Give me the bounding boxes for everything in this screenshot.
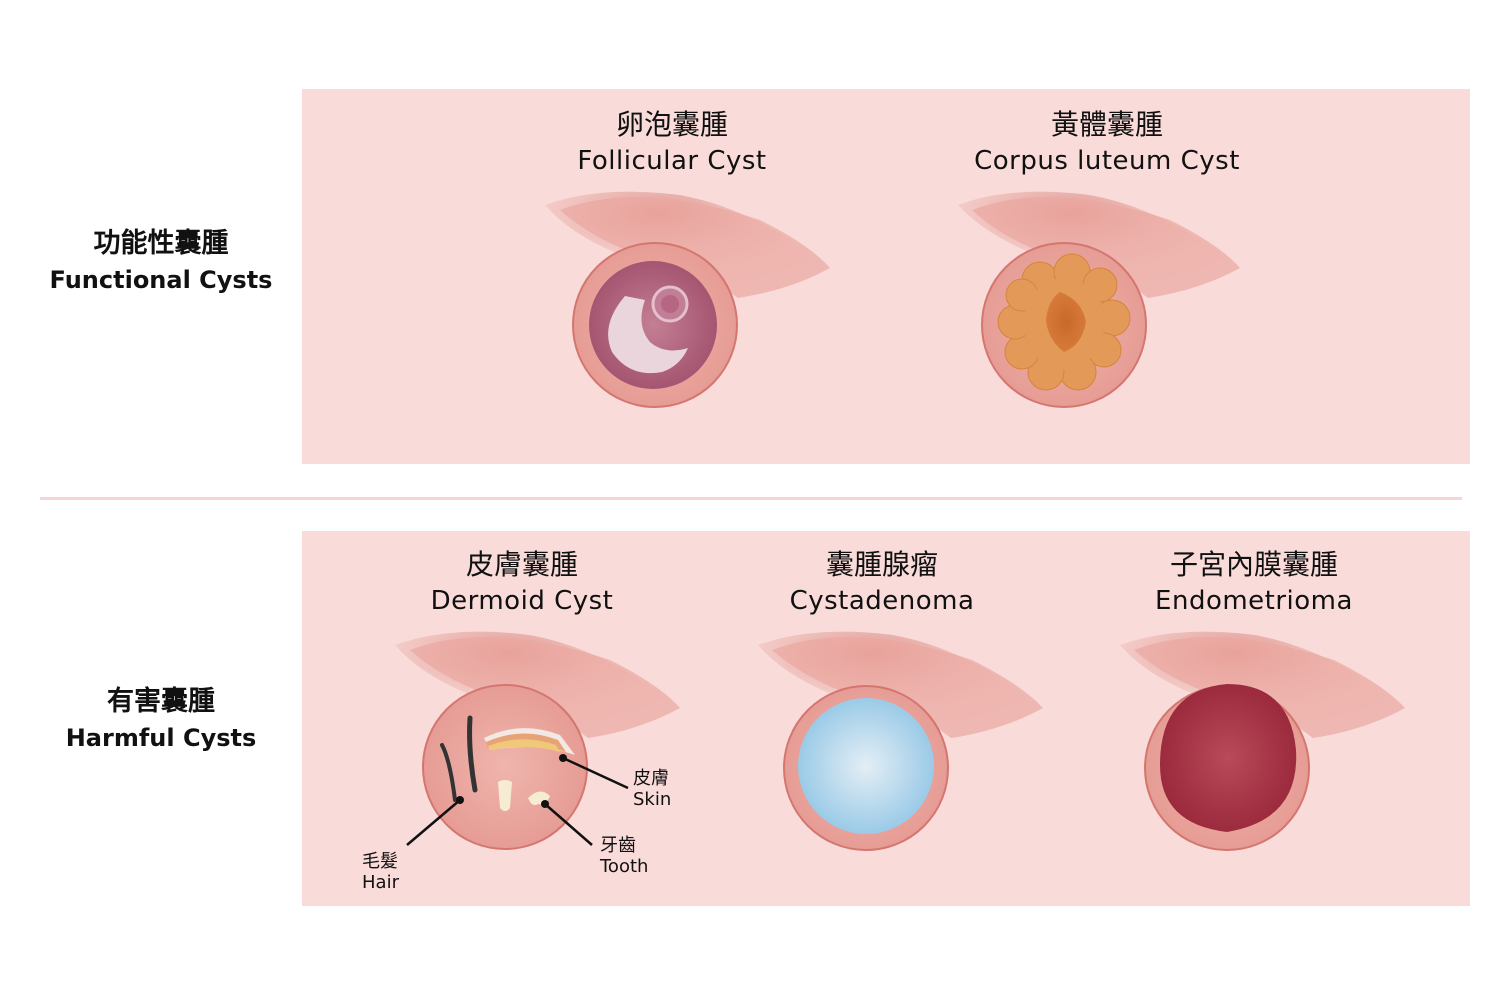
endometrioma-title: 子宮內膜囊腫 Endometrioma <box>1064 547 1444 619</box>
endometrioma-title-en: Endometrioma <box>1155 586 1353 616</box>
endometrioma-illustration <box>1120 631 1405 851</box>
callout-hair: 毛髮 Hair <box>362 851 399 893</box>
follicular-cyst-illustration <box>545 191 830 408</box>
corpus-luteum-cyst-illustration <box>958 191 1240 408</box>
corpus-luteum-cyst-title-zh: 黃體囊腫 <box>1050 108 1163 141</box>
callout-hair-zh: 毛髮 <box>362 851 398 872</box>
cystadenoma-title: 囊腫腺瘤 Cystadenoma <box>692 547 1072 619</box>
functional-cysts-label-zh: 功能性囊腫 <box>93 228 229 259</box>
functional-cysts-panel <box>302 89 1470 464</box>
callout-hair-en: Hair <box>362 872 399 893</box>
section-divider <box>40 497 1462 500</box>
harmful-cysts-label-en: Harmful Cysts <box>65 724 257 752</box>
follicular-cyst-title-en: Follicular Cyst <box>577 146 767 176</box>
callout-tooth-en: Tooth <box>600 856 649 877</box>
corpus-luteum-cyst-title: 黃體囊腫 Corpus luteum Cyst <box>917 107 1297 179</box>
cystadenoma-title-en: Cystadenoma <box>789 586 975 616</box>
cystadenoma-title-zh: 囊腫腺瘤 <box>825 548 938 581</box>
follicular-cyst-title-zh: 卵泡囊腫 <box>615 108 728 141</box>
callout-skin-zh: 皮膚 <box>633 768 669 789</box>
functional-cysts-label: 功能性囊腫 Functional Cysts <box>20 225 302 299</box>
endometrioma-title-zh: 子宮內膜囊腫 <box>1169 548 1338 581</box>
functional-cysts-label-en: Functional Cysts <box>49 266 273 294</box>
callout-tooth: 牙齒 Tooth <box>600 835 648 877</box>
harmful-cysts-label: 有害囊腫 Harmful Cysts <box>20 683 302 757</box>
dermoid-cyst-title: 皮膚囊腫 Dermoid Cyst <box>332 547 712 619</box>
callout-skin: 皮膚 Skin <box>633 768 671 810</box>
cystadenoma-illustration <box>758 631 1043 851</box>
dermoid-cyst-title-zh: 皮膚囊腫 <box>465 548 578 581</box>
follicular-cyst-title: 卵泡囊腫 Follicular Cyst <box>482 107 862 179</box>
callout-tooth-zh: 牙齒 <box>600 835 636 856</box>
dermoid-cyst-illustration <box>395 631 680 850</box>
harmful-cysts-label-zh: 有害囊腫 <box>107 686 215 717</box>
corpus-luteum-cyst-title-en: Corpus luteum Cyst <box>974 146 1240 176</box>
callout-skin-en: Skin <box>633 789 672 810</box>
dermoid-cyst-title-en: Dermoid Cyst <box>430 586 614 616</box>
